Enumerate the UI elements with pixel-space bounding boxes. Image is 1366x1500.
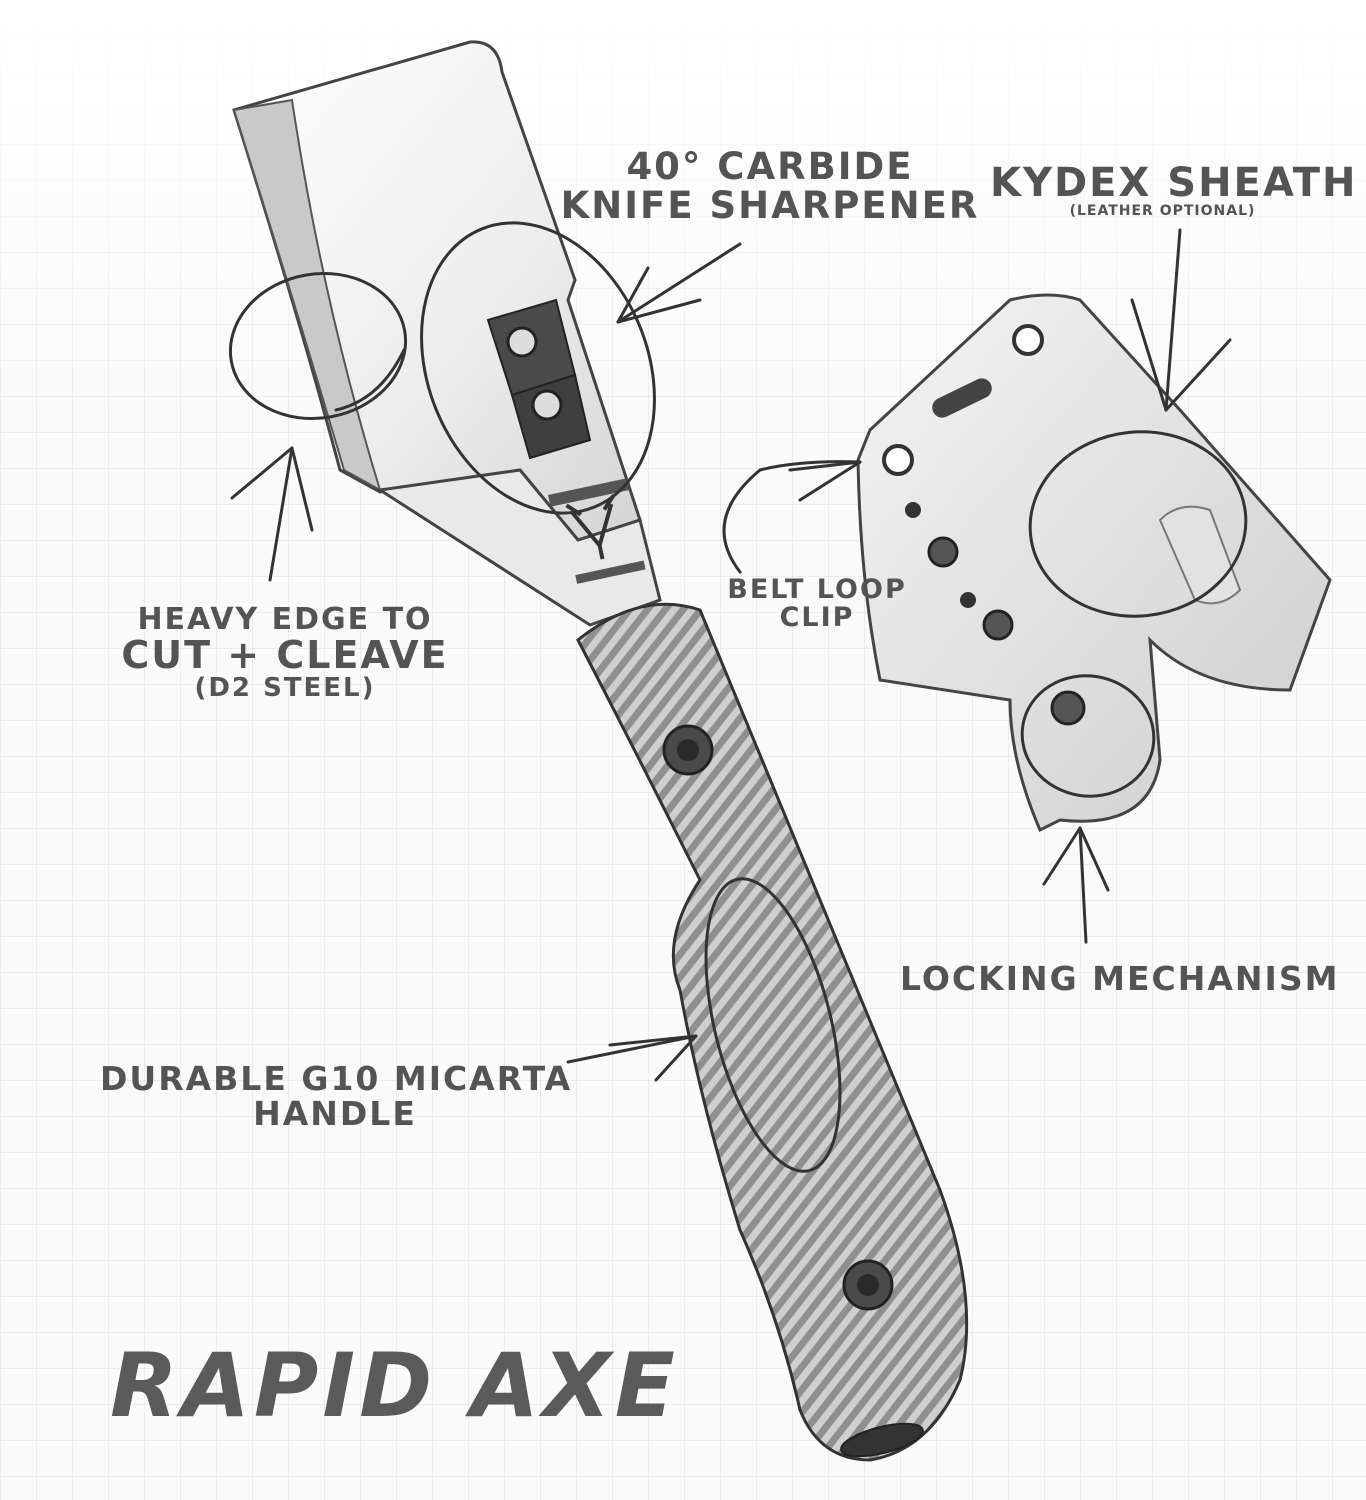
lanyard-hole bbox=[840, 1422, 924, 1458]
kydex-sheath-illustration bbox=[856, 293, 1332, 833]
callout-sheath-line2: (Leather optional) bbox=[1069, 203, 1256, 219]
annotation-marks bbox=[228, 221, 1248, 1173]
callout-belt-line1: Belt Loop bbox=[727, 574, 907, 605]
callout-edge: Heavy edge to Cut + Cleave (D2 Steel) bbox=[120, 604, 450, 703]
callout-sheath: Kydex Sheath (Leather optional) bbox=[990, 160, 1358, 219]
locking-circle bbox=[1020, 674, 1156, 798]
callout-edge-line2: Cut + Cleave bbox=[121, 632, 449, 677]
axe-illustration bbox=[232, 40, 969, 1462]
edge-circle bbox=[228, 271, 408, 421]
callout-edge-line3: (D2 Steel) bbox=[194, 673, 376, 704]
micarta-handle bbox=[576, 602, 969, 1462]
callout-belt-line2: Clip bbox=[779, 602, 855, 634]
callout-handle: Durable G10 Micarta Handle bbox=[100, 1059, 573, 1133]
callout-handle-line2: Handle bbox=[253, 1093, 417, 1133]
callout-sharpener-line1: 40° Carbide bbox=[626, 145, 914, 188]
stag-logo-icon bbox=[548, 478, 646, 584]
callout-edge-line1: Heavy edge to bbox=[137, 602, 433, 637]
sharpener-circle bbox=[420, 221, 656, 515]
sheath-circle bbox=[1028, 430, 1248, 618]
product-title: RAPID AXE bbox=[110, 1334, 679, 1437]
callout-sharpener: 40° Carbide Knife Sharpener bbox=[560, 145, 980, 227]
callout-locking: Locking Mechanism bbox=[900, 959, 1340, 998]
callout-sharpener-line2: Knife Sharpener bbox=[560, 183, 980, 227]
carbide-sharpener bbox=[486, 298, 592, 460]
callout-handle-line1: Durable G10 Micarta bbox=[100, 1059, 573, 1098]
callout-locking-line1: Locking Mechanism bbox=[900, 959, 1340, 998]
callout-sheath-line1: Kydex Sheath bbox=[990, 160, 1358, 206]
handle-grip-circle bbox=[704, 877, 842, 1173]
callout-belt-loop: Belt Loop Clip bbox=[712, 574, 922, 634]
